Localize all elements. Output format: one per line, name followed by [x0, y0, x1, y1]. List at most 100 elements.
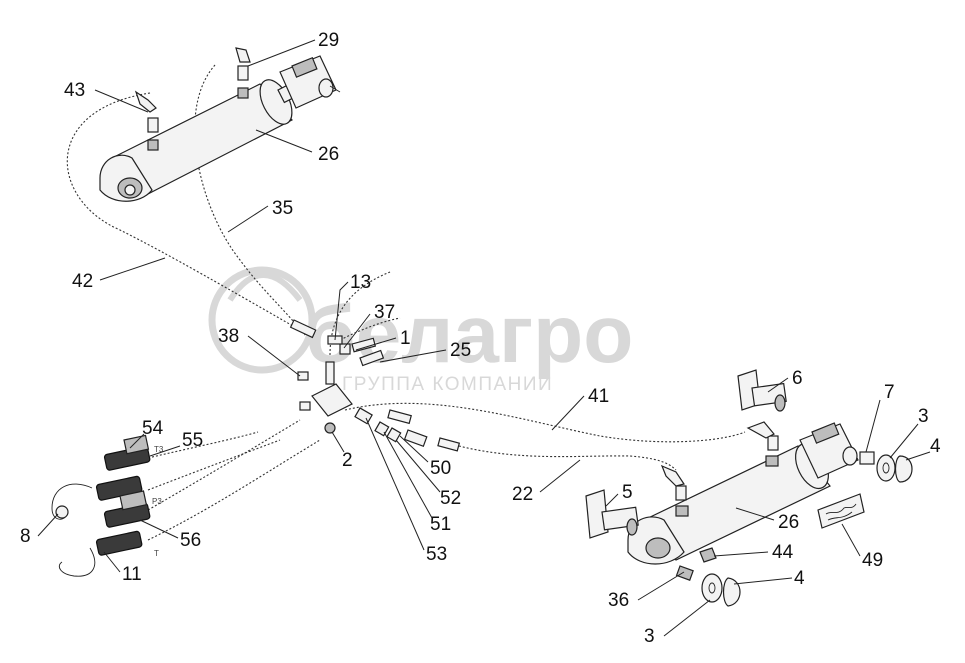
leader-51	[383, 431, 433, 519]
callout-13: 13	[350, 272, 371, 293]
leader-36	[637, 571, 685, 601]
coupling-56-cap	[119, 490, 148, 511]
fitting-36	[675, 565, 694, 581]
leader-44	[713, 551, 769, 557]
callout-26-right: 26	[778, 512, 799, 533]
leader-53	[365, 417, 425, 551]
leader-49	[841, 523, 861, 557]
callout-8: 8	[20, 526, 31, 547]
leader-8	[37, 513, 59, 537]
leader-5	[605, 493, 619, 507]
washer-3-bottom	[701, 573, 723, 603]
fitting-25	[359, 349, 385, 367]
bracket-6-shaft-end	[774, 394, 786, 412]
cylinder-top-pin	[318, 78, 334, 98]
valve-block-port-b	[339, 343, 351, 355]
nut-2	[324, 422, 336, 434]
watermark-brand: белагро	[305, 289, 633, 380]
washer-3-bottom-hole	[708, 582, 716, 594]
port-label-t: T	[154, 549, 159, 558]
fitting-43-body	[147, 117, 159, 133]
bracket-5-plate	[585, 489, 609, 539]
callout-41: 41	[588, 386, 609, 407]
callout-11: 11	[122, 564, 142, 585]
leader-35	[227, 205, 269, 233]
quick-couplings: T3 P3 T	[51, 434, 164, 577]
callout-56: 56	[180, 530, 201, 551]
cylinder-right-port-front	[675, 505, 689, 517]
callout-7: 7	[884, 382, 895, 403]
cylinder-top-clevis-slot	[291, 56, 318, 78]
hose-return	[147, 439, 321, 541]
washer-3-top	[876, 454, 896, 482]
plate-49-text-2	[827, 511, 853, 521]
fitting-1	[351, 337, 377, 353]
clip-4-top	[894, 455, 913, 483]
leader-55	[149, 445, 181, 457]
dust-cap-11-chain	[58, 547, 96, 577]
coupling-54-cap	[123, 434, 150, 455]
leader-29	[247, 39, 316, 67]
leader-4b	[733, 577, 793, 585]
callout-53: 53	[426, 544, 447, 565]
callout-26-top: 26	[318, 144, 339, 165]
leader-42	[99, 257, 166, 281]
cylinder-top-port-front	[147, 139, 159, 151]
callout-1: 1	[400, 328, 411, 349]
fitting-43-elbow	[134, 90, 157, 113]
port-label-t3: T3	[154, 445, 164, 454]
callout-25: 25	[450, 340, 471, 361]
fitting-hose-22-end	[437, 437, 461, 452]
leader-lines	[37, 39, 931, 637]
leader-50	[399, 435, 429, 463]
leader-43	[94, 89, 149, 113]
mounting-hardware	[585, 369, 913, 607]
clip-4-bottom	[722, 577, 741, 607]
fitting-right-rear-elbow	[746, 421, 775, 439]
callout-4-bottom: 4	[794, 568, 805, 589]
fitting-hose-41-end	[387, 409, 412, 425]
callout-42: 42	[72, 271, 93, 292]
hose-41	[344, 402, 746, 443]
callout-22: 22	[512, 484, 533, 505]
watermark: белагро ГРУППА КОМПАНИЙ	[208, 266, 633, 395]
fitting-53	[354, 407, 373, 425]
watermark-logo-ring	[208, 266, 316, 374]
callout-6: 6	[792, 368, 803, 389]
leader-54	[129, 433, 145, 449]
leader-38	[247, 335, 301, 377]
valve-block-port-d	[299, 401, 311, 411]
coupling-54-body	[103, 445, 151, 471]
callout-51: 51	[430, 514, 451, 535]
washer-3-top-hole	[882, 462, 890, 474]
bracket-5-shaft-end	[626, 518, 638, 536]
plate-49-text	[825, 503, 857, 515]
hose-to-coupling-55	[147, 431, 259, 459]
fitting-50	[403, 429, 428, 448]
hose-22	[454, 444, 677, 471]
hose-37	[339, 317, 401, 341]
cylinder-top-base-pin	[124, 184, 136, 196]
leader-4a	[905, 451, 931, 461]
leader-25	[379, 349, 447, 363]
callout-5: 5	[622, 482, 633, 503]
callout-38: 38	[218, 326, 239, 347]
leader-6	[767, 377, 789, 393]
leader-3a	[889, 423, 919, 459]
cylinder-top-pin-shaft	[329, 85, 341, 93]
fitting-right-front	[675, 485, 687, 501]
fitting-29-elbow	[235, 47, 251, 63]
dust-cap-8	[55, 505, 69, 519]
callout-49: 49	[862, 550, 883, 571]
fitting-right-front-elbow	[660, 464, 685, 487]
leader-2	[331, 431, 345, 453]
leader-37	[343, 313, 371, 349]
hose-42	[66, 92, 301, 331]
callout-3-bottom: 3	[644, 626, 655, 647]
callout-36: 36	[608, 590, 629, 611]
leader-3b	[663, 599, 711, 637]
cylinder-right-base-hole	[645, 537, 671, 559]
valve-block-body	[311, 383, 353, 417]
leader-22	[539, 459, 581, 493]
hoses	[66, 64, 746, 541]
